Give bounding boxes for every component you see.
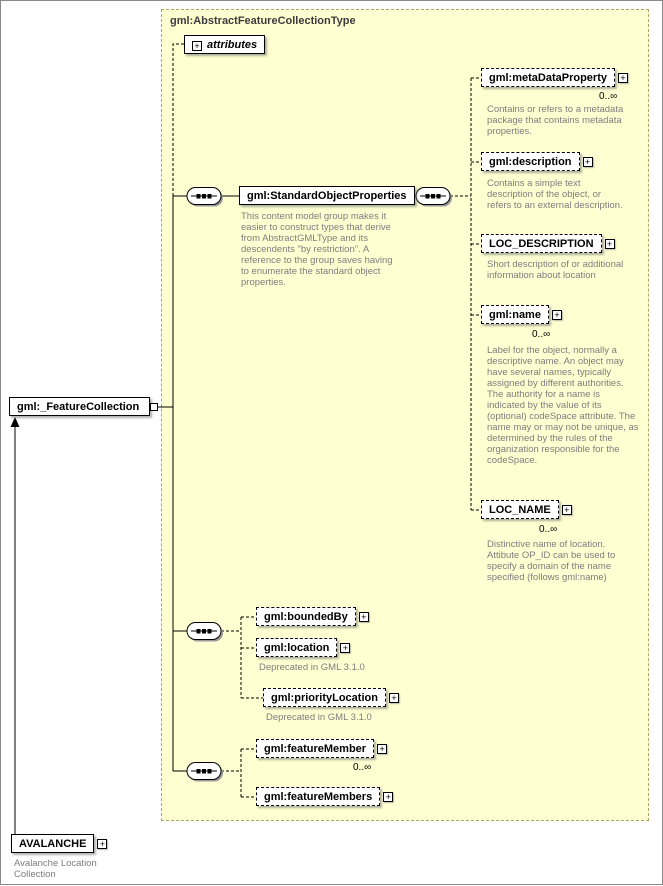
dashed-connectors (172, 43, 481, 798)
substitution-arrow-icon (10, 417, 20, 427)
expand-icon[interactable] (561, 505, 572, 515)
element-label: gml:name (489, 309, 541, 321)
expand-icon[interactable] (582, 157, 593, 167)
element-gml-prioritylocation[interactable]: gml:priorityLocation (263, 688, 399, 707)
expand-icon[interactable] (358, 612, 369, 622)
element-label: gml:featureMembers (264, 791, 373, 803)
element-annotation: Contains or refers to a metadata package… (487, 104, 624, 137)
expand-icon[interactable] (383, 792, 394, 802)
complex-type-title: gml:AbstractFeatureCollectionType (170, 15, 356, 27)
expand-icon[interactable] (377, 744, 388, 754)
element-annotation: Distinctive name of location. Attibute O… (487, 539, 616, 583)
expand-icon[interactable] (192, 41, 202, 51)
element-gml-featuremembers[interactable]: gml:featureMembers (256, 787, 394, 806)
element-annotation: Label for the object, normally a descrip… (487, 345, 639, 466)
occurrence-label: 0..∞ (353, 762, 372, 773)
element-loc-name[interactable]: LOC_NAME (481, 500, 572, 519)
attributes-box[interactable]: attributes (184, 35, 266, 54)
sequence-compositor-icon[interactable] (186, 622, 223, 642)
expand-icon[interactable] (617, 73, 628, 83)
sequence-compositor-icon[interactable] (186, 187, 223, 207)
occurrence-label: 0..∞ (539, 524, 558, 535)
element-label: LOC_DESCRIPTION (489, 238, 594, 250)
expand-icon[interactable] (604, 239, 615, 249)
sequence-compositor-icon[interactable] (415, 187, 452, 207)
element-annotation: Short description of or additional infor… (487, 259, 624, 281)
occurrence-label: 0..∞ (599, 91, 618, 102)
element-label: gml:boundedBy (264, 611, 348, 623)
element-gml-metadataproperty[interactable]: gml:metaDataProperty (481, 68, 628, 87)
group-gml-standardobjectproperties[interactable]: gml:StandardObjectProperties (239, 186, 415, 205)
element-annotation: Deprecated in GML 3.1.0 (259, 662, 365, 673)
element-annotation: Contains a simple text description of th… (487, 178, 623, 211)
element-label: gml:metaDataProperty (489, 72, 607, 84)
expand-icon[interactable] (551, 310, 562, 320)
attributes-label: attributes (207, 39, 258, 51)
element-label: LOC_NAME (489, 504, 551, 516)
element-gml-description[interactable]: gml:description (481, 152, 593, 171)
element-gml-featuremember[interactable]: gml:featureMember (256, 739, 388, 758)
element-gml-featurecollection[interactable]: gml:_FeatureCollection (9, 397, 158, 416)
group-annotation: This content model group makes it easier… (241, 211, 393, 288)
expand-icon[interactable] (340, 643, 351, 653)
element-label: gml:priorityLocation (271, 692, 378, 704)
expand-icon[interactable] (388, 693, 399, 703)
element-avalanche[interactable]: AVALANCHE (11, 834, 108, 853)
element-annotation: Avalanche Location Collection (14, 858, 97, 880)
element-gml-name[interactable]: gml:name (481, 305, 562, 324)
element-label: AVALANCHE (19, 838, 87, 850)
element-label: gml:location (264, 642, 330, 654)
content-model-handle-icon[interactable] (150, 403, 158, 411)
complex-type-container: gml:AbstractFeatureCollectionType (161, 9, 649, 821)
group-label: gml:StandardObjectProperties (247, 190, 407, 202)
element-label: gml:featureMember (264, 743, 367, 755)
element-gml-boundedby[interactable]: gml:boundedBy (256, 607, 369, 626)
element-loc-description[interactable]: LOC_DESCRIPTION (481, 234, 615, 253)
occurrence-label: 0..∞ (532, 329, 551, 340)
element-gml-location[interactable]: gml:location (256, 638, 351, 657)
sequence-compositor-icon[interactable] (186, 762, 223, 782)
element-annotation: Deprecated in GML 3.1.0 (266, 712, 372, 723)
element-label: gml:description (489, 156, 572, 168)
expand-icon[interactable] (97, 839, 108, 849)
element-label: gml:_FeatureCollection (17, 401, 140, 413)
